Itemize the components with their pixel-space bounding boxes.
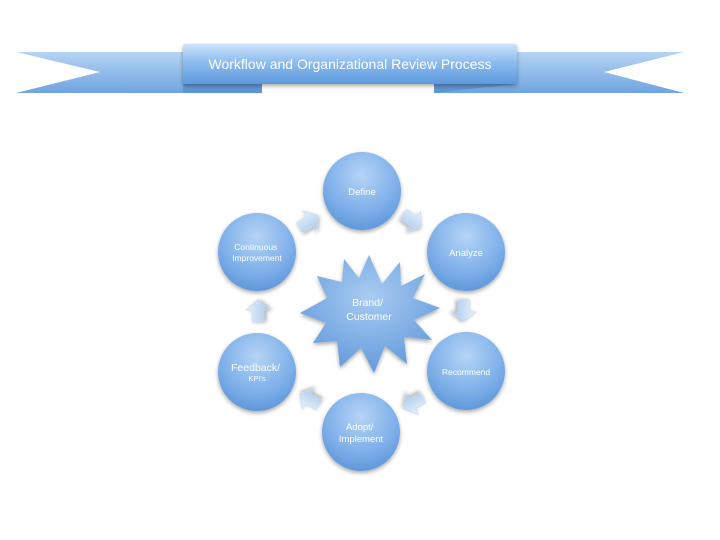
node-define: Define [323, 152, 401, 230]
node-adopt-circle [322, 393, 400, 471]
node-adopt-label-line2: Implement [339, 434, 384, 445]
center-label-line2: Customer [346, 311, 392, 323]
node-feedback-label-line1: Feedback/ [231, 362, 280, 374]
node-feedback-label-line2: KPI's [248, 374, 266, 383]
node-continuous-label-line1: Continuous [234, 242, 277, 252]
starburst-icon [300, 255, 440, 373]
svg-text:Feedback/ KPI's: Feedback/ KPI's [231, 362, 283, 383]
svg-text:Define: Define [348, 187, 375, 198]
node-adopt-label-line1: Adopt/ [346, 422, 374, 433]
chevron-arrow-icon [403, 392, 427, 415]
banner-title: Workflow and Organizational Review Proce… [209, 56, 492, 72]
node-analyze: Analyze [427, 213, 505, 291]
chevron-arrow-icon [451, 299, 477, 323]
node-analyze-circle [427, 213, 505, 291]
node-feedback: Feedback/ KPI's [218, 333, 296, 411]
node-continuous: Continuous Improvement [218, 213, 296, 291]
node-recommend-circle [427, 332, 505, 410]
svg-text:Continuous Improvement: Continuous Improvement [232, 242, 282, 263]
node-define-circle [323, 152, 401, 230]
chevron-arrow-icon [299, 388, 323, 411]
node-adopt: Adopt/ Implement [322, 393, 400, 471]
node-define-label: Define [348, 187, 375, 198]
node-analyze-label: Analyze [449, 248, 483, 259]
svg-text:Recommend: Recommend [442, 367, 490, 377]
svg-text:Analyze: Analyze [449, 248, 483, 259]
node-continuous-circle [218, 213, 296, 291]
cycle-arrows [245, 208, 477, 415]
node-recommend: Recommend [427, 332, 505, 410]
node-feedback-circle [218, 333, 296, 411]
center-node: Brand/ Customer [300, 255, 440, 373]
chevron-arrow-icon [245, 299, 271, 323]
svg-text:Brand/ Customer: Brand/ Customer [346, 297, 392, 323]
node-continuous-label-line2: Improvement [232, 253, 282, 263]
title-banner: Workflow and Organizational Review Proce… [16, 44, 684, 93]
center-label-line1: Brand/ [352, 297, 383, 309]
node-recommend-label: Recommend [442, 367, 490, 377]
banner-left-fold [183, 84, 262, 93]
banner-front-panel [183, 44, 517, 84]
banner-right-fold [434, 84, 516, 93]
svg-text:Adopt/ Implement: Adopt/ Implement [339, 422, 384, 445]
chevron-arrow-icon [295, 210, 319, 234]
chevron-arrow-icon [399, 208, 423, 232]
